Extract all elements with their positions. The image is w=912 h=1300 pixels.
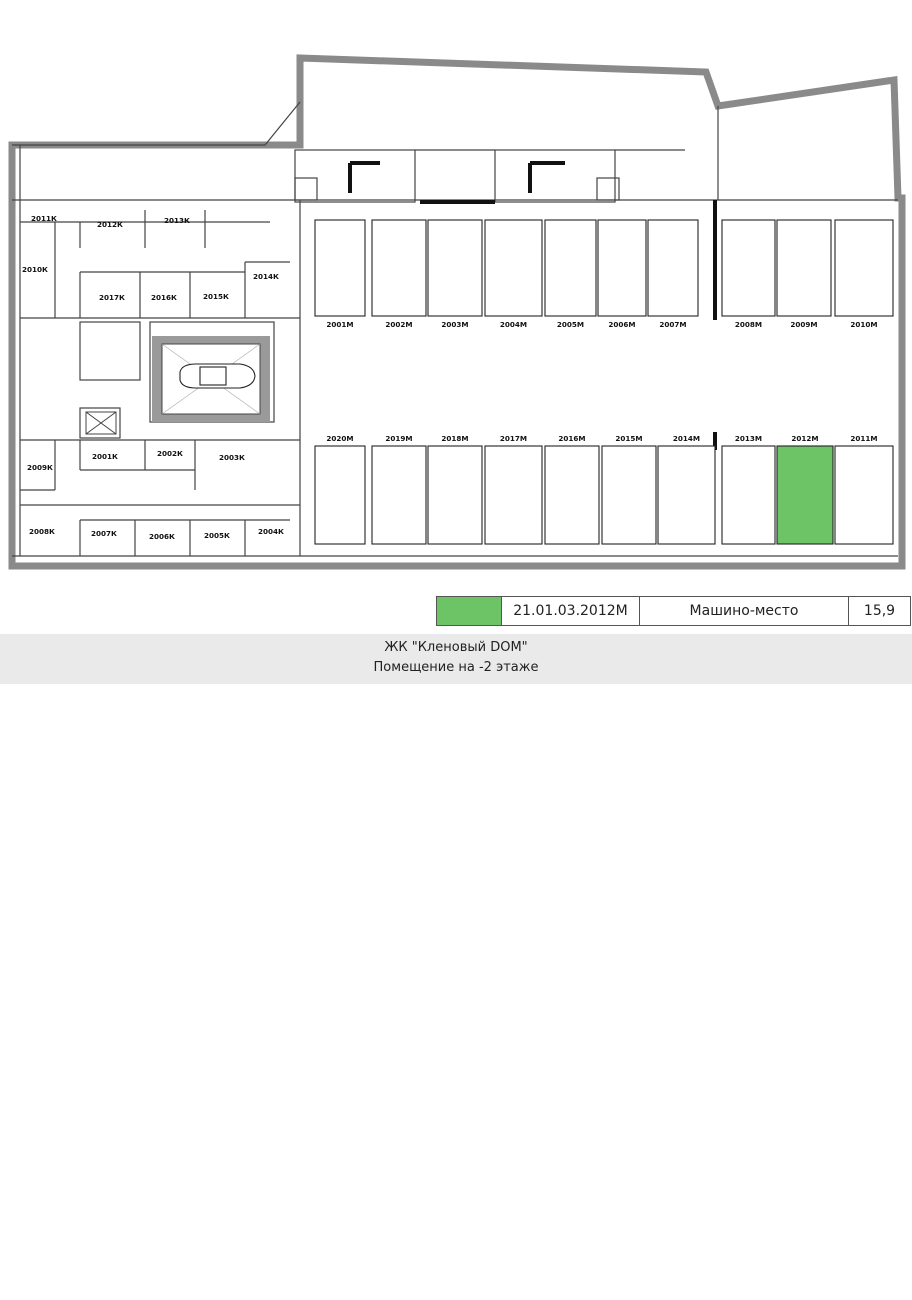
inner-walls bbox=[12, 101, 898, 557]
parking-space-2007М: 2007М bbox=[647, 219, 699, 329]
space-label: 2016М bbox=[558, 434, 585, 443]
storeroom-label: 2003К bbox=[219, 453, 245, 462]
parking-space-2015М: 2015М bbox=[601, 434, 657, 545]
space-label: 2002М bbox=[385, 320, 412, 329]
legend-type: Машино-место bbox=[640, 597, 849, 625]
space-label: 2018М bbox=[441, 434, 468, 443]
storeroom-label: 2002К bbox=[157, 449, 183, 458]
legend-swatch bbox=[437, 597, 502, 625]
legend-table: 21.01.03.2012М Машино-место 15,9 bbox=[436, 596, 911, 626]
storeroom-label: 2012К bbox=[97, 220, 123, 229]
space-label: 2010М bbox=[850, 320, 877, 329]
storeroom-label: 2014К bbox=[253, 272, 279, 281]
parking-space-2018М: 2018М bbox=[427, 434, 483, 545]
parking-space-2006М: 2006М bbox=[597, 219, 647, 329]
footer: ЖК "Кленовый DOM" Помещение на -2 этаже … bbox=[0, 634, 912, 1299]
storeroom-label: 2011К bbox=[31, 214, 57, 223]
parking-space-2017М: 2017М bbox=[484, 434, 543, 545]
space-label: 2009М bbox=[790, 320, 817, 329]
parking-space-2005М: 2005М bbox=[544, 219, 597, 329]
storeroom-label: 2007К bbox=[91, 529, 117, 538]
parking-space-2010М: 2010М bbox=[834, 219, 894, 329]
space-label: 2011М bbox=[850, 434, 877, 443]
parking-space-2003М: 2003М bbox=[427, 219, 483, 329]
space-label: 2020М bbox=[326, 434, 353, 443]
space-label: 2005М bbox=[557, 320, 584, 329]
car-lift bbox=[152, 336, 270, 422]
legend-area: 15,9 bbox=[863, 603, 896, 619]
outer-walls bbox=[8, 54, 906, 570]
parking-space-2019М: 2019М bbox=[371, 434, 427, 545]
parking-space-2020М: 2020М bbox=[314, 434, 366, 545]
parking-space-2008М: 2008М bbox=[721, 219, 776, 329]
space-label: 2012М bbox=[791, 434, 818, 443]
parking-space-2013М: 2013М bbox=[721, 434, 776, 545]
floor-subtitle: Помещение на -2 этаже bbox=[373, 660, 539, 675]
floor-plan: 2001М 2002М 2003М 2004М 2005М 2006М 2007М 2008М… bbox=[8, 54, 906, 570]
parking-space-2001М: 2001М bbox=[314, 219, 366, 329]
storeroom-label: 2015К bbox=[203, 292, 229, 301]
parking-space-2016М: 2016М bbox=[544, 434, 600, 545]
storeroom-label: 2016К bbox=[151, 293, 177, 302]
space-label: 2014М bbox=[673, 434, 700, 443]
parking-space-2014М: 2014М bbox=[657, 434, 716, 545]
storeroom-labels: 2011К 2012К 2013К 2010К 2014К 2017К 2016К 2015К… bbox=[22, 214, 284, 541]
space-label: 2015М bbox=[615, 434, 642, 443]
parking-spaces: 2001М 2002М 2003М 2004М 2005М 2006М 2007М 2008М… bbox=[314, 219, 894, 545]
space-label: 2019М bbox=[385, 434, 412, 443]
legend-code: 21.01.03.2012М bbox=[502, 597, 640, 625]
space-label: 2013М bbox=[735, 434, 762, 443]
space-label: 2003М bbox=[441, 320, 468, 329]
storeroom-label: 2017К bbox=[99, 293, 125, 302]
parking-space-2002М: 2002М bbox=[371, 219, 427, 329]
space-label: 2006М bbox=[608, 320, 635, 329]
storeroom-label: 2009К bbox=[27, 463, 53, 472]
car-icon bbox=[179, 363, 256, 389]
space-label: 2017М bbox=[500, 434, 527, 443]
elevator-icon bbox=[85, 411, 117, 435]
storeroom-label: 2005К bbox=[204, 531, 230, 540]
project-title: ЖК "Кленовый DOM" bbox=[384, 640, 528, 655]
space-label: 2008М bbox=[735, 320, 762, 329]
storeroom-label: 2006К bbox=[149, 532, 175, 541]
parking-space-2009М: 2009М bbox=[776, 219, 832, 329]
mountain-logo-icon bbox=[772, 1273, 798, 1299]
storeroom-label: 2010К bbox=[22, 265, 48, 274]
akula-logo: АКУЛА bbox=[772, 1272, 874, 1300]
storeroom-label: 2001К bbox=[92, 452, 118, 461]
space-label: 2004М bbox=[500, 320, 527, 329]
parking-space-2004М: 2004М bbox=[484, 219, 543, 329]
storeroom-label: 2013К bbox=[164, 216, 190, 225]
logo-text: АКУЛА bbox=[804, 1277, 874, 1295]
parking-space-2012М: 2012М bbox=[776, 434, 834, 545]
storeroom-label: 2008К bbox=[29, 527, 55, 536]
space-label: 2007М bbox=[659, 320, 686, 329]
parking-space-2011М: 2011М bbox=[834, 434, 894, 545]
storeroom-label: 2004К bbox=[258, 527, 284, 536]
space-label: 2001М bbox=[326, 320, 353, 329]
